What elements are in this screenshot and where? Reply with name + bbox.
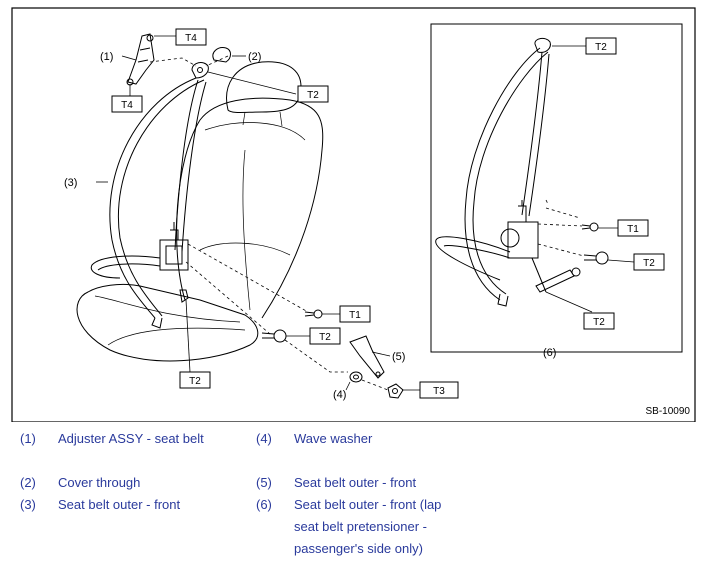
- shoulder-anchor: [191, 62, 209, 79]
- inset-pretensioner: [531, 257, 581, 293]
- legend-num: (2): [20, 475, 36, 490]
- cover-through: [212, 47, 231, 63]
- svg-text:T4: T4: [185, 33, 197, 44]
- floor-anchor: [179, 289, 189, 303]
- svg-text:T2: T2: [307, 90, 319, 101]
- legend-text: Seat belt outer - front: [294, 475, 417, 490]
- svg-text:T2: T2: [595, 42, 607, 53]
- svg-text:T2: T2: [593, 317, 605, 328]
- legend-text: Wave washer: [294, 431, 373, 446]
- inset-guide-lines: [537, 199, 585, 257]
- figure-id: SB-10090: [646, 406, 691, 417]
- torque-box-t2-inset-bottom: T2: [583, 312, 615, 330]
- callout-5: (5): [392, 351, 405, 363]
- nut-t3: [387, 383, 404, 399]
- torque-box-t4-top: T4: [175, 28, 207, 46]
- diagram-frame: [11, 7, 696, 422]
- torque-box-t1-main: T1: [339, 305, 371, 323]
- inset-frame: [430, 23, 683, 353]
- inset-retractor: [500, 200, 539, 259]
- legend-text: Adjuster ASSY - seat belt: [58, 431, 204, 446]
- svg-text:T1: T1: [349, 310, 361, 321]
- retractor: [159, 222, 189, 271]
- legend-num: (6): [256, 497, 272, 512]
- torque-box-t3: T3: [419, 381, 459, 399]
- svg-text:T1: T1: [627, 224, 639, 235]
- svg-text:T2: T2: [643, 258, 655, 269]
- legend-text: seat belt pretensioner -: [294, 519, 427, 534]
- svg-text:T2: T2: [319, 332, 331, 343]
- callout-1: (1): [100, 51, 113, 63]
- leaders-main: [96, 35, 420, 391]
- svg-text:T2: T2: [189, 376, 201, 387]
- legend-text: Seat belt outer - front: [58, 497, 181, 512]
- legend-num: (1): [20, 431, 36, 446]
- buckle: [349, 335, 385, 379]
- callout-2: (2): [248, 51, 261, 63]
- legend-text: Cover through: [58, 475, 141, 490]
- inset-leaders: [545, 45, 635, 353]
- callout-3: (3): [64, 177, 77, 189]
- seat-belt-outer: [90, 77, 207, 329]
- torque-box-t2-anchor: T2: [297, 85, 329, 103]
- svg-text:T3: T3: [433, 386, 445, 397]
- legend-num: (5): [256, 475, 272, 490]
- torque-box-t4-bottom: T4: [111, 95, 143, 113]
- inset-bolts: [581, 222, 609, 265]
- seat-belt-diagram: T4 T4 T2 T1 T2 T2 T3 T2 T1 T2 T2 (1) (2: [11, 7, 696, 422]
- torque-box-t1-inset: T1: [617, 219, 649, 237]
- callout-4: (4): [333, 389, 346, 401]
- svg-text:T4: T4: [121, 100, 133, 111]
- torque-box-t2-inset-mid: T2: [633, 253, 665, 271]
- legend-text: Seat belt outer - front (lap: [294, 497, 442, 512]
- torque-box-t2-main: T2: [309, 327, 341, 345]
- inset-belt: [435, 37, 551, 307]
- legend-num: (4): [256, 431, 272, 446]
- wave-washer: [349, 371, 363, 383]
- torque-box-t2-inset-top: T2: [585, 37, 617, 55]
- guide-lines-main: [149, 55, 389, 391]
- torque-box-t2-floor: T2: [179, 371, 211, 389]
- legend-num: (3): [20, 497, 36, 512]
- legend-text: passenger's side only): [294, 541, 423, 556]
- callout-6: (6): [543, 347, 556, 359]
